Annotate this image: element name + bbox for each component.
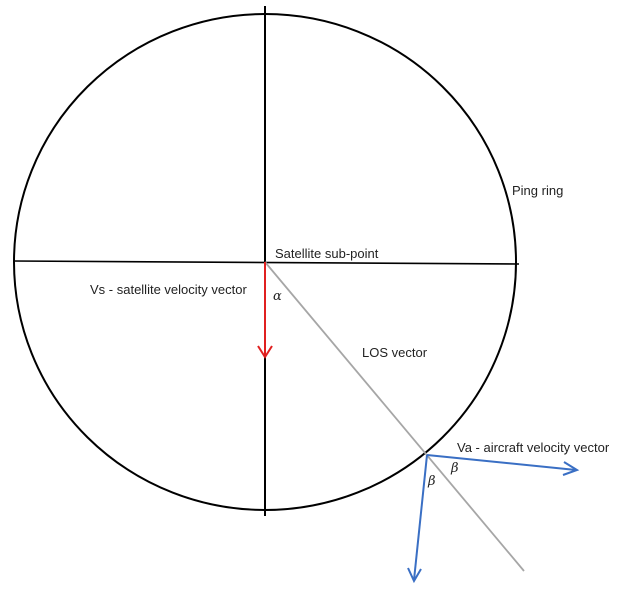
aircraft-velocity-component-arrow — [407, 454, 428, 584]
satellite-sub-point-label: Satellite sub-point — [275, 246, 379, 261]
ping-ring-label: Ping ring — [512, 183, 563, 198]
beta-angle-label-2: β — [427, 474, 436, 489]
aircraft-velocity-arrow — [426, 454, 580, 476]
beta-angle-label-1: β — [450, 461, 459, 476]
satellite-velocity-label: Vs - satellite velocity vector — [90, 282, 247, 297]
aircraft-velocity-label: Va - aircraft velocity vector — [457, 440, 610, 455]
satellite-velocity-arrow — [257, 262, 273, 359]
los-vector-line — [264, 261, 525, 572]
los-vector-label: LOS vector — [362, 345, 428, 360]
alpha-angle-label: α — [273, 289, 282, 304]
